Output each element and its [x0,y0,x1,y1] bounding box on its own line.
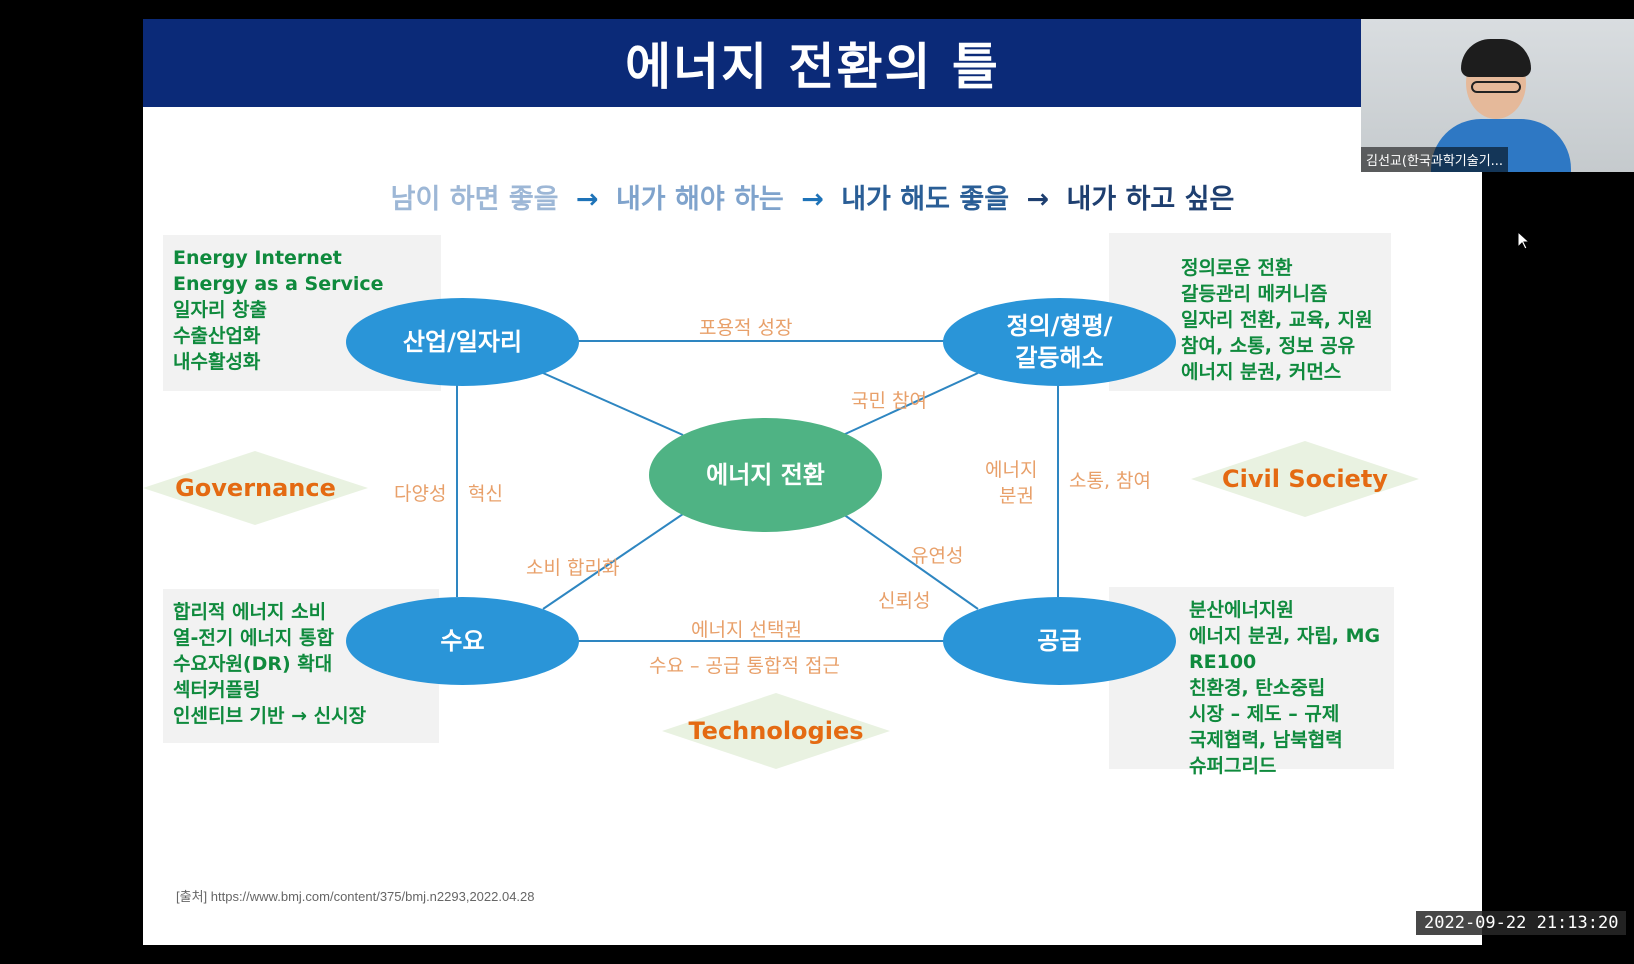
label-innovation: 혁신 [468,483,503,505]
node-industry-jobs: 산업/일자리 [346,298,579,386]
participant-video-glasses [1471,81,1521,93]
list-item: 합리적 에너지 소비 [173,601,327,623]
line-demand-center [542,513,684,610]
label-rational-consumption: 소비 합리화 [526,557,620,579]
list-item: 분산에너지원 [1189,599,1294,621]
technologies-label: Technologies [688,717,864,745]
civil-society-label: Civil Society [1222,465,1388,493]
list-item: Energy as a Service [173,273,384,295]
list-item: 참여, 소통, 정보 공유 [1181,335,1356,357]
list-item: 국제협력, 남북협력 [1189,729,1343,751]
presentation-slide: 에너지 전환의 틀 남이 하면 좋을 → 내가 해야 하는 → 내가 해도 좋을… [143,19,1482,945]
progression-step-3: 내가 해도 좋을 [841,184,1010,215]
progression-step-1: 남이 하면 좋을 [390,184,559,215]
list-item: 갈등관리 메커니즘 [1181,283,1328,305]
governance-label: Governance [175,474,336,502]
arrow-right-icon: → [1026,184,1050,215]
diamond-technologies: Technologies [662,693,890,769]
webcam-tile[interactable]: 김선교(한국과학기술기... [1361,19,1634,172]
diamond-civil-society: Civil Society [1191,441,1419,517]
label-citizen-participation: 국민 참여 [851,390,927,412]
arrow-right-icon: → [575,184,599,215]
list-item: 수출산업화 [173,325,261,347]
list-item: 일자리 창출 [173,299,268,321]
arrow-right-icon: → [801,184,824,215]
label-energy: 에너지 [985,459,1038,481]
list-item: RE100 [1189,651,1257,673]
list-item: 정의로운 전환 [1181,257,1293,279]
diamond-shape [1191,441,1419,517]
diamond-shape [143,451,368,525]
label-flexibility: 유연성 [911,545,964,567]
list-item: 내수활성화 [173,351,261,373]
mouse-cursor-icon [1517,231,1531,250]
list-item: 일자리 전환, 교육, 지원 [1181,309,1373,331]
slide-title: 에너지 전환의 틀 [143,19,1482,107]
label-energy-choice: 에너지 선택권 [691,619,802,641]
list-item: 에너지 분권, 커먼스 [1181,361,1342,383]
participant-video-hair [1461,39,1531,77]
node-justice-label: 정의/형평/ 갈등해소 [1006,312,1113,372]
diamond-shape [662,693,890,769]
progression-step-2: 내가 해야 하는 [615,184,784,215]
recording-timestamp: 2022-09-22 21:13:20 [1416,911,1627,935]
progression-step-4: 내가 하고 싶은 [1066,184,1235,215]
participant-name: 김선교(한국과학기술기... [1361,147,1509,172]
connector-lines [456,340,1059,642]
line-justice-center [842,372,979,436]
diamond-governance: Governance [143,451,368,525]
node-supply: 공급 [943,597,1176,685]
list-item: 슈퍼그리드 [1189,755,1277,777]
list-item: 인센티브 기반 → 신시장 [173,705,367,727]
source-citation: [출처] https://www.bmj.com/content/375/bmj… [176,889,535,904]
list-item: 시장 – 제도 – 규제 [1189,703,1340,725]
progression-line: 남이 하면 좋을 → 내가 해야 하는 → 내가 해도 좋을 → 내가 하고 싶… [143,177,1482,216]
label-inclusive-growth: 포용적 성장 [699,317,793,339]
line-industry-center [542,372,684,436]
label-reliability: 신뢰성 [878,590,931,612]
label-communication-participation: 소통, 참여 [1069,470,1151,492]
list-item: 열-전기 에너지 통합 [173,627,334,649]
line-supply-center [842,513,979,610]
list-item: Energy Internet [173,247,342,269]
node-justice-equity: 정의/형평/ 갈등해소 [943,298,1176,386]
list-item: 섹터커플링 [173,679,261,701]
label-diversity: 다양성 [394,483,447,505]
list-item: 수요자원(DR) 확대 [173,653,333,675]
node-demand: 수요 [346,597,579,685]
list-item: 에너지 분권, 자립, MG [1189,625,1381,647]
label-decentralization: 분권 [999,485,1034,507]
label-integrated-approach: 수요 – 공급 통합적 접근 [649,655,840,677]
node-energy-transition: 에너지 전환 [649,418,882,532]
list-item: 친환경, 탄소중립 [1189,677,1326,699]
